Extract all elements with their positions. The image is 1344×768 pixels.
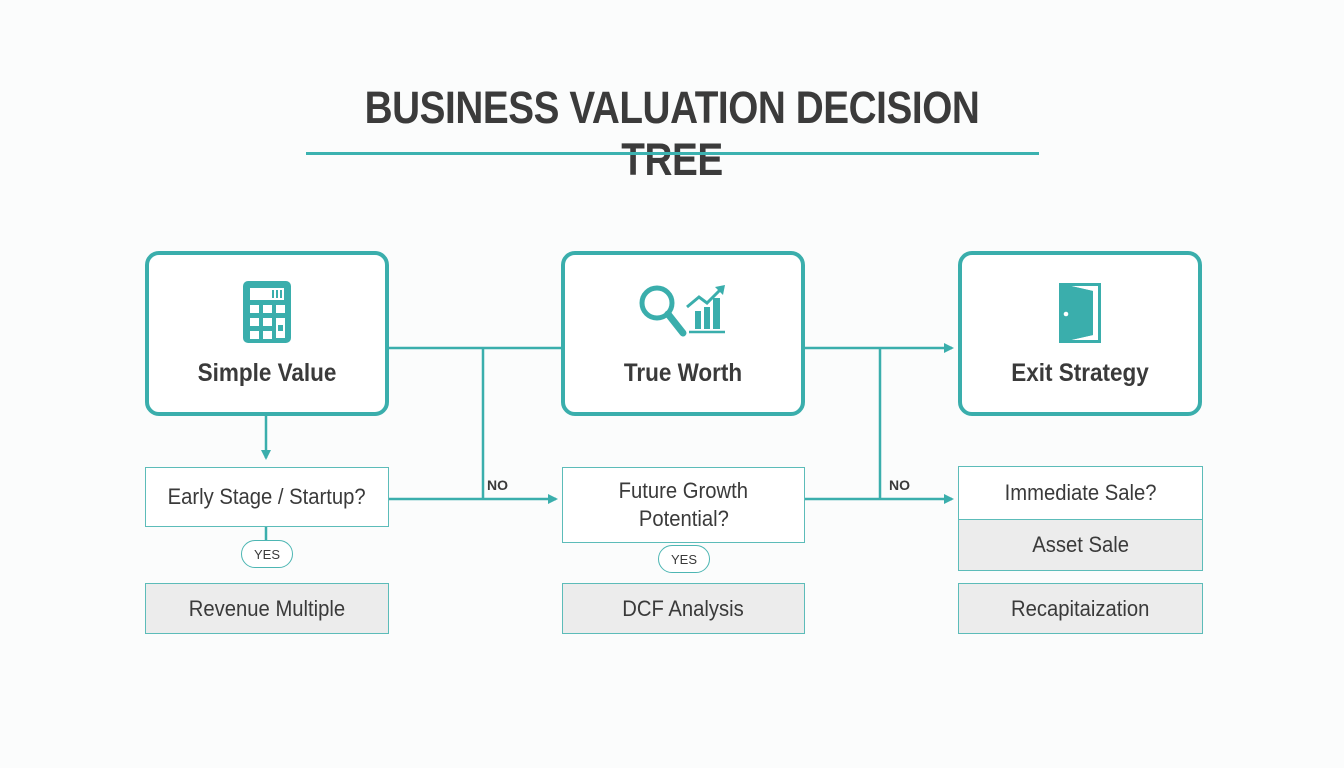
- question-immediate-sale[interactable]: Immediate Sale?: [958, 466, 1203, 520]
- node-label: Exit Strategy: [1011, 359, 1149, 387]
- calculator-icon: [243, 281, 291, 348]
- node-label: Simple Value: [197, 359, 337, 387]
- no-branch-label: NO: [487, 477, 508, 493]
- result-label: Revenue Multiple: [188, 595, 346, 621]
- question-label-line2: Potential?: [638, 506, 729, 531]
- result-label: Recapitaization: [1011, 595, 1150, 621]
- node-exit-strategy[interactable]: Exit Strategy: [958, 251, 1202, 416]
- question-label-line1: Future Growth: [618, 478, 749, 503]
- page-title: BUSINESS VALUATION DECISION TREE: [364, 82, 980, 185]
- result-dcf-analysis[interactable]: DCF Analysis: [562, 583, 805, 634]
- result-label: DCF Analysis: [622, 595, 745, 621]
- yes-branch-label: YES: [241, 540, 293, 568]
- open-door-icon: [1059, 283, 1101, 348]
- no-branch-label: NO: [889, 477, 910, 493]
- magnifier-chart-icon: [637, 283, 729, 346]
- question-label: Early Stage / Startup?: [167, 484, 366, 509]
- result-recapitalization[interactable]: Recapitaization: [958, 583, 1203, 634]
- yes-branch-label: YES: [658, 545, 710, 573]
- result-asset-sale[interactable]: Asset Sale: [958, 519, 1203, 571]
- node-simple-value[interactable]: Simple Value: [145, 251, 389, 416]
- node-label: True Worth: [623, 359, 743, 387]
- result-revenue-multiple[interactable]: Revenue Multiple: [145, 583, 389, 634]
- title-underline: [306, 152, 1039, 155]
- question-label: Immediate Sale?: [1004, 480, 1157, 505]
- node-true-worth[interactable]: True Worth: [561, 251, 805, 416]
- question-future-growth[interactable]: Future Growth Potential?: [562, 467, 805, 543]
- question-early-stage[interactable]: Early Stage / Startup?: [145, 467, 389, 527]
- result-label: Asset Sale: [1032, 532, 1129, 557]
